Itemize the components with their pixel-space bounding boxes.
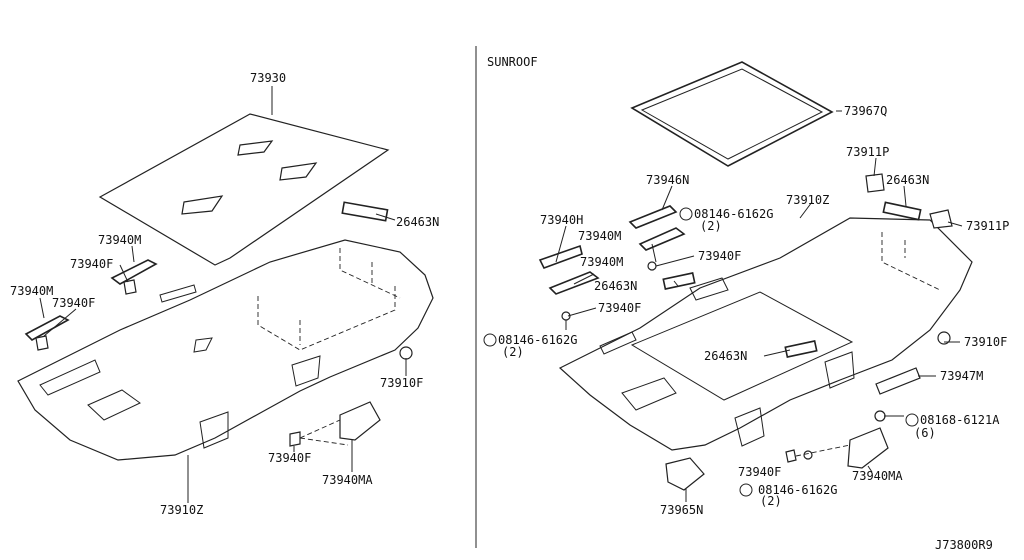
left-small-parts (24, 201, 413, 447)
label-bolt-d: 08146-6162G (758, 483, 837, 497)
section-title: SUNROOF (487, 55, 538, 69)
label-73910f-left: 73910F (380, 376, 423, 390)
label-bolt-c: 08168-6121A (920, 413, 1000, 427)
drawing-id: J73800R9 (935, 538, 993, 552)
label-73947m: 73947M (940, 369, 983, 383)
bolt-symbol-icons (483, 207, 919, 497)
label-73965n: 73965N (660, 503, 703, 517)
sunroof-weatherstrip (630, 61, 834, 167)
label-73911p-right: 73911P (966, 219, 1009, 233)
label-bolt-a: 08146-6162G (694, 207, 773, 221)
label-73946n: 73946N (646, 173, 689, 187)
label-26463n-left: 26463N (396, 215, 439, 229)
headlining-main-right (558, 217, 973, 451)
label-73940f-upper-right: 73940F (698, 249, 741, 263)
label-73940m-lower-right: 73940M (580, 255, 623, 269)
label-73940h: 73940H (540, 213, 583, 227)
label-bolt-c-qty: (6) (914, 426, 936, 440)
right-small-parts (538, 173, 953, 491)
label-73940ma-right: 73940MA (852, 469, 903, 483)
label-73940f-bottom-left: 73940F (268, 451, 311, 465)
label-26463n-mid: 26463N (594, 279, 637, 293)
label-26463n-center: 26463N (704, 349, 747, 363)
label-bolt-b-qty: (2) (502, 345, 524, 359)
label-bolt-b: 08146-6162G (498, 333, 577, 347)
label-26463n-top: 26463N (886, 173, 929, 187)
label-73930: 73930 (250, 71, 286, 85)
label-bolt-d-qty: (2) (760, 494, 782, 508)
label-73910z-right: 73910Z (786, 193, 829, 207)
label-73910f-right: 73910F (964, 335, 1007, 349)
label-73940m-lower-left: 73940M (10, 284, 53, 298)
label-73940f-upper-left: 73940F (70, 257, 113, 271)
headlining-panel-top (98, 113, 390, 266)
label-73940m-upper-right: 73940M (578, 229, 621, 243)
label-73940f-lower-left: 73940F (52, 296, 95, 310)
headlining-main-left (17, 239, 434, 461)
right-leaders (555, 110, 963, 502)
label-73911p-upper: 73911P (846, 145, 889, 159)
label-73940ma-left: 73940MA (322, 473, 373, 487)
label-73940m-upper-left: 73940M (98, 233, 141, 247)
label-73910z-left: 73910Z (160, 503, 203, 517)
label-73940f-bottom-right: 73940F (738, 465, 781, 479)
label-73940f-mid-right: 73940F (598, 301, 641, 315)
label-73967q: 73967Q (844, 104, 887, 118)
label-bolt-a-qty: (2) (700, 219, 722, 233)
left-leaders (39, 86, 407, 503)
